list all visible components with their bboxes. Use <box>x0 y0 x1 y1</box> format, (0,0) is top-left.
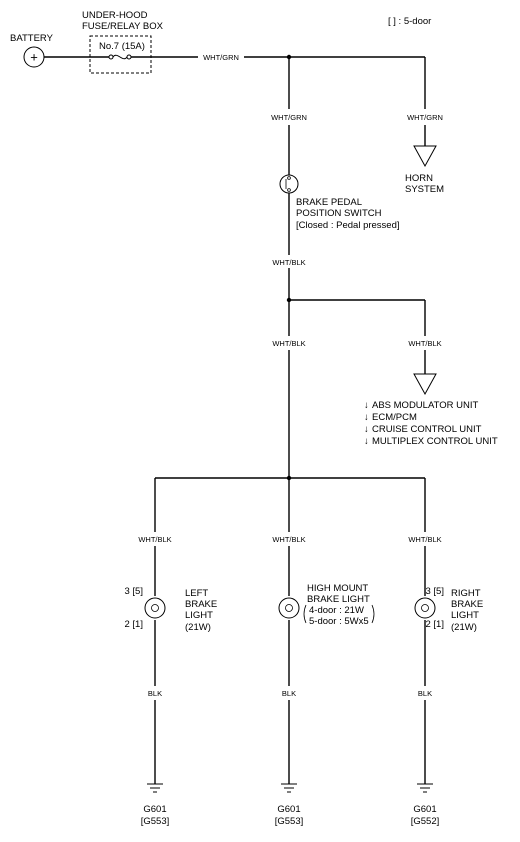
horn-connector-icon <box>413 145 437 168</box>
wire-label-main-feed: WHT/GRN <box>203 53 239 62</box>
center-spec-4door: 4-door : 21W <box>309 605 364 616</box>
battery-icon: + <box>23 46 45 68</box>
wire-label-from-switch: WHT/BLK <box>272 258 305 267</box>
module-abs: ABS MODULATOR UNIT <box>372 400 478 411</box>
module-ecm: ECM/PCM <box>372 412 417 423</box>
right-light-label-1: RIGHT <box>451 588 481 599</box>
center-spec-paren-left <box>303 604 307 624</box>
module-connector-icon <box>413 373 437 396</box>
center-spec-5door: 5-door : 5Wx5 <box>309 616 369 627</box>
right-light-label-3: LIGHT <box>451 610 479 621</box>
center-light-label-2: BRAKE LIGHT <box>307 594 370 605</box>
module-item: ↓ ECM/PCM <box>364 412 417 423</box>
left-light-label-4: (21W) <box>185 622 211 633</box>
center-bulb-icon <box>278 597 300 619</box>
wire-label-to-modules: WHT/BLK <box>408 339 441 348</box>
fuse-label: No.7 (15A) <box>99 41 145 52</box>
ground-left-alt: [G553] <box>141 816 170 827</box>
wire-label-to-switch: WHT/GRN <box>271 113 307 122</box>
ground-left-id: G601 <box>143 804 166 815</box>
right-pin-top: 3 [5] <box>426 586 445 597</box>
fuse-box-title-2: FUSE/RELAY BOX <box>82 21 164 32</box>
center-light-label-1: HIGH MOUNT <box>307 583 368 594</box>
legend-note: [ ] : 5-door <box>388 16 431 27</box>
left-light-label-1: LEFT <box>185 588 208 599</box>
wire-label-right-feed: WHT/BLK <box>408 535 441 544</box>
right-pin-bottom: 2 [1] <box>426 619 445 630</box>
right-light-label-4: (21W) <box>451 622 477 633</box>
ground-right-id: G601 <box>413 804 436 815</box>
module-cruise: CRUISE CONTROL UNIT <box>372 424 482 435</box>
wire-label-left-ground: BLK <box>148 689 162 698</box>
right-light-label-2: BRAKE <box>451 599 483 610</box>
switch-label-3: [Closed : Pedal pressed] <box>296 220 400 231</box>
ground-center-alt: [G553] <box>275 816 304 827</box>
wire-label-to-horn: WHT/GRN <box>407 113 443 122</box>
wiring-lines <box>44 56 426 784</box>
ground-icon-center <box>281 783 297 793</box>
module-list: ↓ ABS MODULATOR UNIT ↓ ECM/PCM ↓ CRUISE … <box>364 400 498 447</box>
svg-text:↓: ↓ <box>364 436 369 447</box>
fuse-box-title-1: UNDER-HOOD <box>82 10 148 21</box>
center-spec-paren-right <box>371 604 375 624</box>
left-pin-bottom: 2 [1] <box>125 619 144 630</box>
horn-label-2: SYSTEM <box>405 184 444 195</box>
wire-label-to-lights: WHT/BLK <box>272 339 305 348</box>
horn-label-1: HORN <box>405 173 433 184</box>
battery-label: BATTERY <box>10 33 54 44</box>
fuse-box-outline <box>89 35 152 74</box>
switch-label-2: POSITION SWITCH <box>296 208 382 219</box>
battery-symbol: + <box>30 50 38 65</box>
svg-text:↓: ↓ <box>364 424 369 435</box>
wire-label-center-ground: BLK <box>282 689 296 698</box>
svg-text:↓: ↓ <box>364 412 369 423</box>
ground-icon-right <box>417 783 433 793</box>
ground-right-alt: [G552] <box>411 816 440 827</box>
left-light-label-2: BRAKE <box>185 599 217 610</box>
switch-label-1: BRAKE PEDAL <box>296 197 362 208</box>
module-item: ↓ MULTIPLEX CONTROL UNIT <box>364 436 498 447</box>
left-light-label-3: LIGHT <box>185 610 213 621</box>
left-pin-top: 3 [5] <box>125 586 144 597</box>
module-item: ↓ ABS MODULATOR UNIT <box>364 400 478 411</box>
left-bulb-icon <box>144 597 166 619</box>
wire-label-right-ground: BLK <box>418 689 432 698</box>
brake-switch-icon <box>279 174 299 194</box>
svg-text:↓: ↓ <box>364 400 369 411</box>
fuse-icon <box>108 54 132 60</box>
module-multiplex: MULTIPLEX CONTROL UNIT <box>372 436 498 447</box>
wire-label-left-feed: WHT/BLK <box>138 535 171 544</box>
right-bulb-icon <box>414 597 436 619</box>
splice-dots <box>286 54 292 481</box>
ground-center-id: G601 <box>277 804 300 815</box>
module-item: ↓ CRUISE CONTROL UNIT <box>364 424 482 435</box>
ground-icon-left <box>147 783 163 793</box>
wire-label-center-feed: WHT/BLK <box>272 535 305 544</box>
